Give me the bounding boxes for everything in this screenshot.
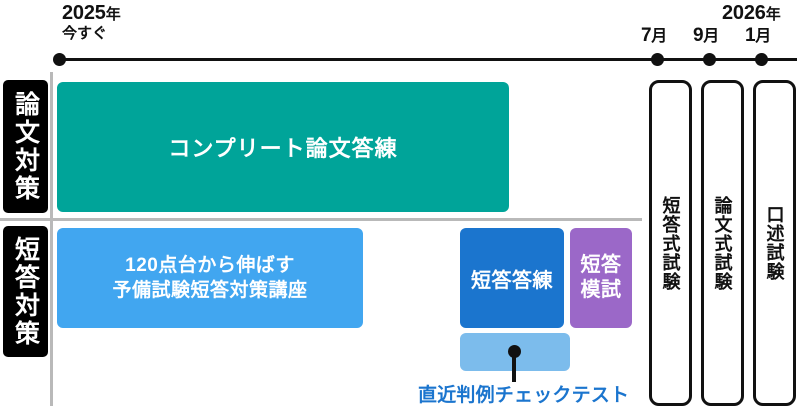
exam-box-short-answer: 短答式試験 xyxy=(649,80,692,406)
timeline-end-year-suffix: 年 xyxy=(765,6,781,23)
course-bar-short-answer-prep-course-line2: 予備試験短答対策講座 xyxy=(112,280,308,301)
milestone-3-month: 1 xyxy=(745,25,756,46)
timeline-end-year-value: 2026 xyxy=(722,2,766,24)
exam-box-essay: 論文式試験 xyxy=(701,80,744,406)
course-bar-complete-essay-drill-label: コンプリート論文答練 xyxy=(168,136,398,161)
timeline-dot-january xyxy=(755,53,768,66)
course-bar-short-answer-drill-label: 短答答練 xyxy=(471,269,553,292)
timeline-axis-line xyxy=(59,58,797,61)
course-bar-short-answer-mock-exam-line1: 短答 xyxy=(580,254,622,276)
timeline-end-year: 2026年 xyxy=(722,2,781,24)
callout-leader-line xyxy=(512,352,516,382)
timeline-dot-start xyxy=(53,53,66,66)
timeline-start-year-value: 2025 xyxy=(62,2,106,24)
section-label-essay-text: 論文対策 xyxy=(11,90,40,203)
timeline-start-sublabel: 今すぐ xyxy=(62,25,108,42)
course-bar-complete-essay-drill[interactable]: コンプリート論文答練 xyxy=(57,82,509,212)
milestone-3-suffix: 月 xyxy=(755,28,771,45)
milestone-2-suffix: 月 xyxy=(703,28,719,45)
section-label-essay: 論文対策 xyxy=(3,80,48,213)
section-label-short-answer: 短答対策 xyxy=(3,226,48,357)
course-bar-short-answer-prep-course-line1: 120点台から伸ばす xyxy=(125,254,295,276)
timeline-start-year: 2025年 xyxy=(62,2,121,24)
exam-box-oral-label: 口述試験 xyxy=(764,205,785,281)
callout-label-recent-case-check-test: 直近判例チェックテスト xyxy=(418,385,630,406)
exam-box-oral: 口述試験 xyxy=(753,80,796,406)
course-bar-short-answer-mock-exam-line2: 模試 xyxy=(580,279,622,301)
section-label-short-answer-text: 短答対策 xyxy=(11,235,40,348)
course-bar-short-answer-prep-course[interactable]: 120点台から伸ばす 予備試験短答対策講座 xyxy=(57,228,363,328)
timeline-milestone-label-2: 9月 xyxy=(693,25,719,46)
timeline-dot-september xyxy=(703,53,716,66)
milestone-1-month: 7 xyxy=(641,25,652,46)
horizontal-divider xyxy=(0,218,642,221)
course-bar-short-answer-drill[interactable]: 短答答練 xyxy=(460,228,564,328)
timeline-dot-july xyxy=(651,53,664,66)
milestone-2-month: 9 xyxy=(693,25,704,46)
exam-box-short-answer-label: 短答式試験 xyxy=(660,195,681,291)
timeline-start-year-suffix: 年 xyxy=(105,6,121,23)
exam-box-essay-label: 論文式試験 xyxy=(712,195,733,291)
course-bar-short-answer-mock-exam[interactable]: 短答 模試 xyxy=(570,228,632,328)
timeline-milestone-label-1: 7月 xyxy=(641,25,667,46)
course-bar-short-answer-mock-exam-label: 短答 模試 xyxy=(581,253,622,303)
timeline-milestone-label-3: 1月 xyxy=(745,25,771,46)
vertical-divider xyxy=(50,72,53,406)
callout-dot-icon xyxy=(508,345,521,358)
milestone-1-suffix: 月 xyxy=(651,28,667,45)
course-bar-short-answer-prep-course-label: 120点台から伸ばす 予備試験短答対策講座 xyxy=(112,253,307,303)
